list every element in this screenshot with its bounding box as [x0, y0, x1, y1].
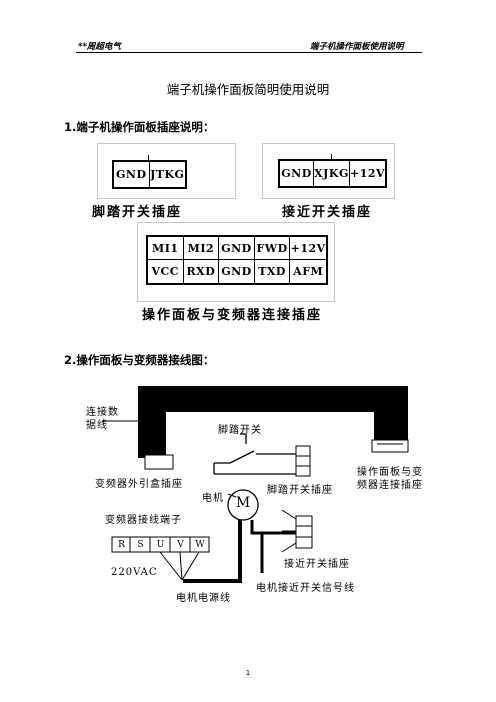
proximity-connector-caption: 接近开关插座: [282, 205, 373, 220]
data-cable-bar: [138, 386, 408, 458]
proximity-signal-cable: [250, 520, 264, 573]
label-proximity-socket: 接近开关插座: [284, 559, 350, 570]
foot-switch-symbol: [213, 433, 296, 475]
panel-pin-afm: AFM: [293, 265, 324, 278]
panel-pin-12v: +12V: [290, 237, 326, 260]
terminal-s: S: [137, 540, 144, 550]
foot-pin-gnd: GND: [114, 162, 150, 187]
header-rule: [76, 52, 422, 53]
label-motor: 电机: [202, 493, 224, 504]
motor-symbol: M: [235, 495, 251, 511]
section-1-heading: 1.端子机操作面板插座说明：: [64, 120, 215, 134]
prox-pin-gnd: GND: [280, 161, 314, 186]
prox-pin-xjkg: XJKG: [314, 161, 350, 186]
header-company: **周超电气: [78, 42, 121, 52]
label-inverter-terminal: 变频器接线端子: [105, 515, 182, 526]
terminal-u: U: [156, 540, 165, 550]
section-2-heading: 2.操作面板与变频器接线图：: [64, 353, 215, 367]
motor-power-cable: [183, 520, 242, 583]
foot-connector-key: [148, 155, 149, 160]
prox-pin-12v: +12V: [350, 167, 386, 180]
proximity-connector-key: [331, 154, 332, 159]
terminal-strip-shape: [111, 536, 210, 553]
terminal-v: V: [177, 540, 184, 550]
panel-pin-fwd: FWD: [254, 237, 291, 260]
page-number: 1: [245, 669, 251, 677]
panel-pin-mi2: MI2: [183, 237, 220, 260]
label-power-cable: 电机电源线: [176, 593, 231, 604]
foot-pin-jtkg: JTKG: [150, 168, 185, 181]
panel-pin-rxd: RXD: [184, 260, 220, 283]
foot-connector: GND JTKG: [112, 160, 187, 189]
terminal-w: W: [195, 540, 205, 550]
foot-switch-socket-shape: [295, 445, 311, 477]
header-doc-title: 端子机操作面板使用说明: [310, 42, 404, 52]
label-foot-switch-socket: 脚踏开关插座: [267, 485, 333, 496]
label-inverter-box-socket: 变频器外引盒插座: [95, 479, 183, 490]
panel-pin-gnd-1: GND: [219, 237, 255, 260]
panel-pin-txd: TXD: [255, 260, 291, 283]
panel-pin-mi1: MI1: [148, 237, 184, 260]
page-title: 端子机操作面板简明使用说明: [166, 82, 330, 97]
panel-pin-vcc: VCC: [148, 260, 184, 283]
panel-inverter-socket-shape: [371, 439, 409, 453]
motor-circle: [227, 489, 259, 521]
panel-connector-caption: 操作面板与变频器连接插座: [142, 308, 323, 323]
label-foot-switch: 脚踏开关: [218, 425, 262, 436]
foot-connector-caption: 脚踏开关插座: [92, 205, 183, 220]
proximity-socket-shape: [295, 515, 313, 549]
label-data-cable: 连接数 据线: [86, 407, 119, 431]
proximity-connector: GND XJKG +12V: [278, 159, 387, 188]
label-voltage: 220VAC: [111, 567, 158, 578]
label-panel-inverter-socket: 操作面板与变 频器连接插座: [357, 467, 423, 491]
inverter-box-socket-shape: [144, 454, 174, 470]
terminal-r: R: [118, 540, 125, 550]
panel-connector: MI1 MI2 GND FWD +12V VCC RXD GND TXD AFM: [146, 235, 328, 285]
panel-pin-gnd-2: GND: [219, 260, 255, 283]
label-proximity-signal: 电机接近开关信号线: [256, 583, 355, 594]
